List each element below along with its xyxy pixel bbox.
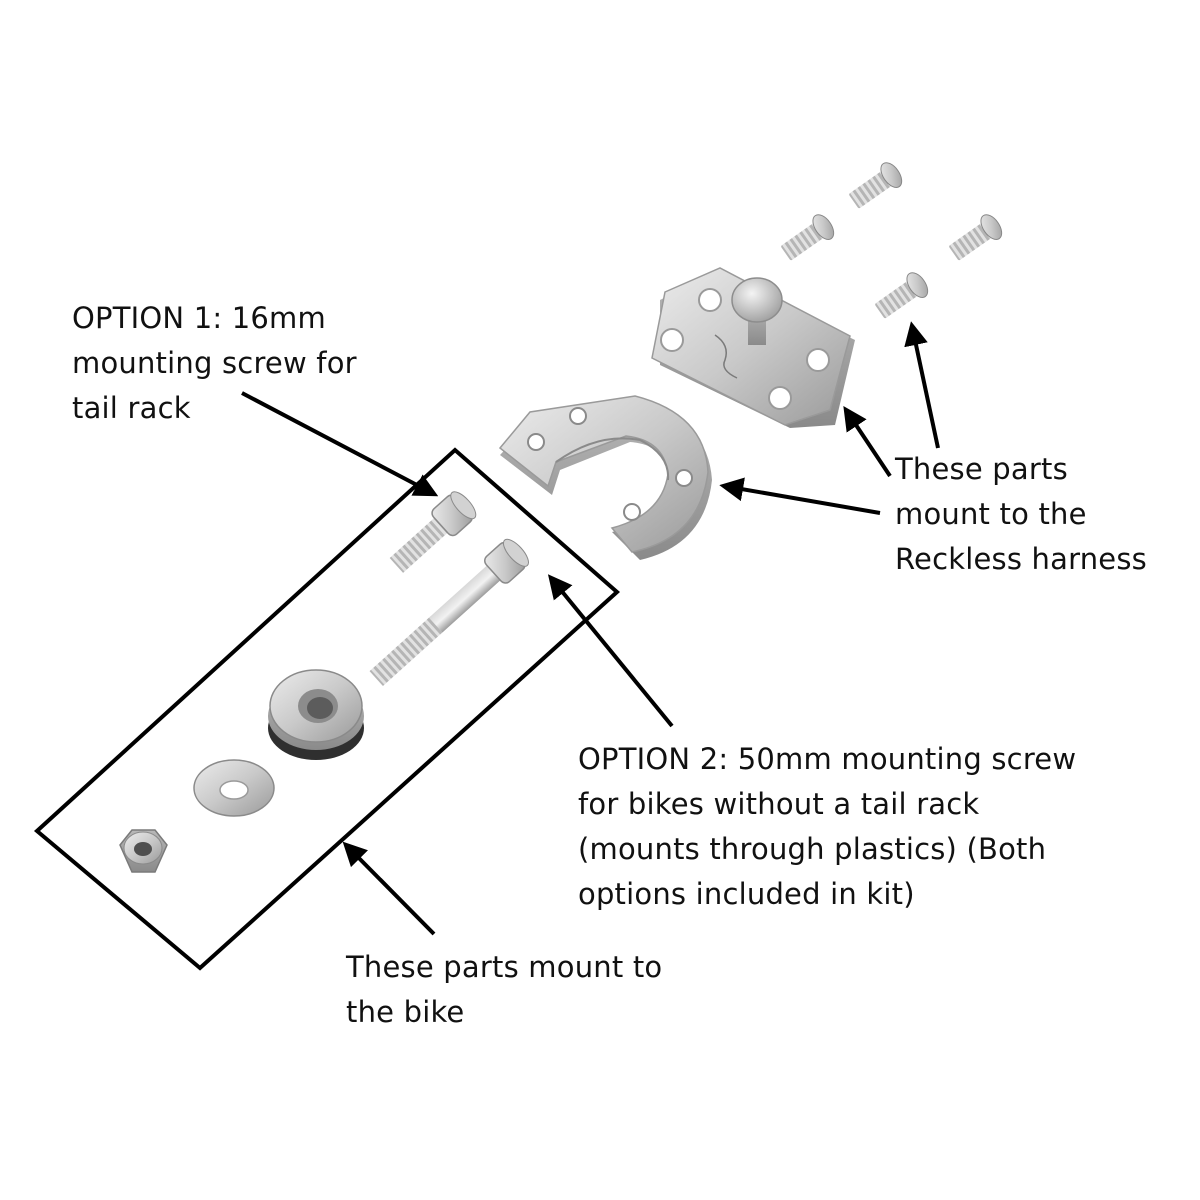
harness-line-3: Reckless harness bbox=[895, 542, 1147, 576]
bike-parts-box bbox=[33, 447, 621, 971]
option2-line-3: (mounts through plastics) (Both bbox=[578, 832, 1047, 866]
bike-callout: These parts mount to the bike bbox=[346, 945, 662, 1035]
harness-callout: These parts mount to the Reckless harnes… bbox=[895, 447, 1147, 582]
grommet bbox=[268, 669, 364, 760]
screw-50mm bbox=[369, 538, 529, 687]
screw-16mm bbox=[389, 491, 477, 573]
arrow-harness-bracket bbox=[719, 477, 881, 515]
bike-line-2: the bike bbox=[346, 995, 465, 1029]
option2-line-4: options included in kit) bbox=[578, 877, 915, 911]
arrow-option2 bbox=[547, 574, 674, 728]
harness-screw-4 bbox=[875, 272, 929, 319]
arrow-harness-plate bbox=[843, 406, 892, 478]
harness-knob bbox=[731, 277, 783, 345]
option1-line-2: mounting screw for bbox=[72, 346, 357, 380]
bike-line-1: These parts mount to bbox=[346, 950, 663, 984]
harness-screw-3 bbox=[949, 214, 1003, 261]
harness-screw-1 bbox=[849, 162, 903, 209]
option2-line-2: for bikes without a tail rack bbox=[578, 787, 980, 821]
option1-line-3: tail rack bbox=[72, 391, 191, 425]
option2-line-1: OPTION 2: 50mm mounting screw bbox=[578, 742, 1077, 776]
harness-line-2: mount to the bbox=[895, 497, 1087, 531]
nyloc-nut bbox=[119, 829, 168, 873]
harness-plate bbox=[651, 267, 855, 428]
harness-screw-2 bbox=[781, 214, 835, 261]
option1-callout: OPTION 1: 16mm mounting screw for tail r… bbox=[72, 296, 357, 431]
option1-line-1: OPTION 1: 16mm bbox=[72, 301, 326, 335]
option2-callout: OPTION 2: 50mm mounting screw for bikes … bbox=[578, 737, 1076, 917]
arrow-bike-box bbox=[342, 841, 436, 936]
harness-line-1: These parts bbox=[895, 452, 1068, 486]
washer bbox=[193, 759, 275, 817]
arrow-harness-screws bbox=[904, 321, 940, 449]
arrow-option1 bbox=[241, 391, 439, 497]
u-bracket bbox=[498, 395, 712, 560]
